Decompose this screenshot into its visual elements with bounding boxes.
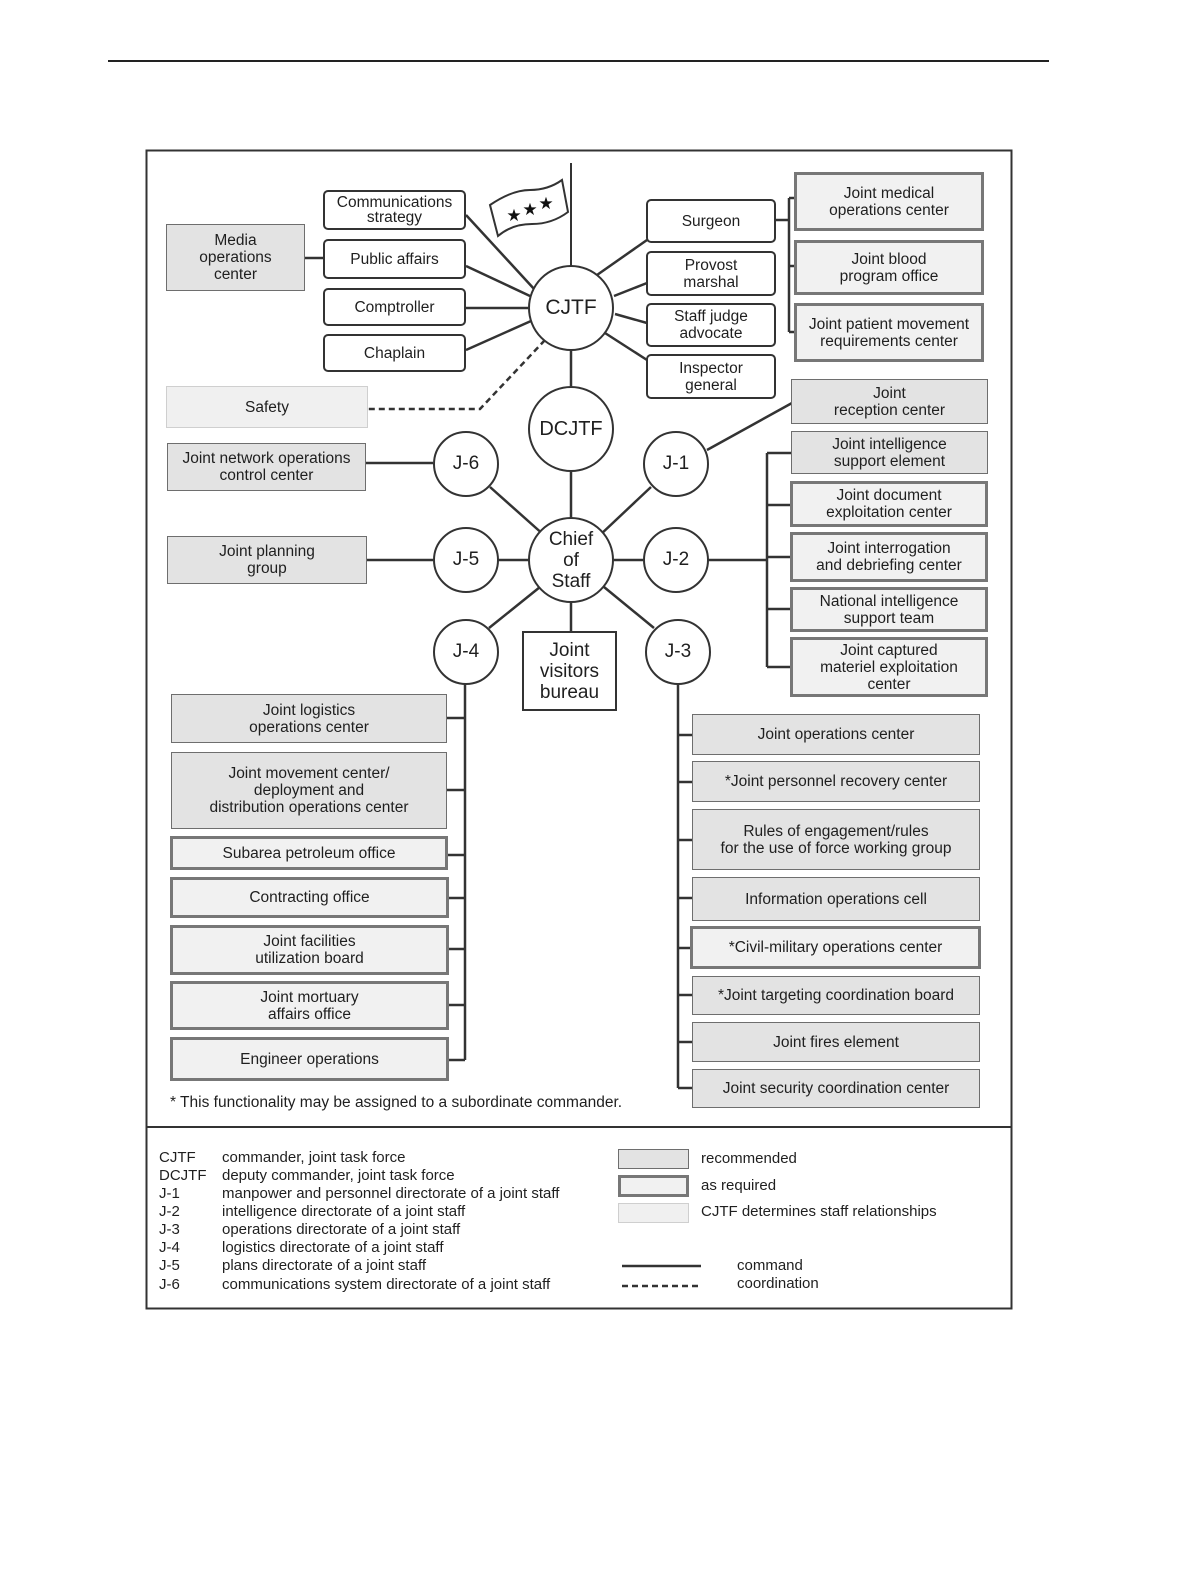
svg-text:★: ★ xyxy=(538,194,553,214)
legend-abbr: J-4 xyxy=(159,1239,180,1256)
joint-patient-movement-requirements-center-box: Joint patient movement requirements cent… xyxy=(794,303,984,362)
joint-document-exploitation-center-box: Joint document exploitation center xyxy=(790,481,988,527)
cjtf-node: CJTF xyxy=(528,265,614,351)
joint-captured-materiel-exploitation-center-box: Joint captured materiel exploitation cen… xyxy=(790,637,988,697)
communications-strategy-box: Communications strategy xyxy=(323,190,466,230)
legend-cjtf-determines-label: CJTF determines staff relationships xyxy=(701,1203,937,1220)
joint-interrogation-and-debriefing-center-box: Joint interrogation and debriefing cente… xyxy=(790,532,988,582)
svg-text:★: ★ xyxy=(522,200,537,220)
legend-abbr: J-3 xyxy=(159,1221,180,1238)
legend-definition: commander, joint task force xyxy=(222,1149,406,1166)
legend-as-required-label: as required xyxy=(701,1177,777,1194)
j3-element-box: Joint operations center xyxy=(692,714,980,755)
joint-network-operations-control-center-box: Joint network operations control center xyxy=(167,443,366,491)
joint-planning-group-box: Joint planning group xyxy=(167,536,367,584)
j3-node: J-3 xyxy=(645,619,711,685)
legend-definition: operations directorate of a joint staff xyxy=(222,1221,461,1238)
j4-element-box: Joint facilities utilization board xyxy=(170,925,449,975)
j4-element-box: Engineer operations xyxy=(170,1037,449,1081)
legend-definition: intelligence directorate of a joint staf… xyxy=(222,1203,466,1220)
public-affairs-box: Public affairs xyxy=(323,239,466,279)
legend-definition: logistics directorate of a joint staff xyxy=(222,1239,444,1256)
comptroller-box: Comptroller xyxy=(323,288,466,326)
legend-definition: deputy commander, joint task force xyxy=(222,1167,455,1184)
legend-definition: communications system directorate of a j… xyxy=(222,1276,551,1293)
provost-marshal-box: Provost marshal xyxy=(646,251,776,296)
j6-node: J-6 xyxy=(433,431,499,497)
j4-element-box: Joint mortuary affairs office xyxy=(170,981,449,1030)
j2-node: J-2 xyxy=(643,527,709,593)
legend-abbr: CJTF xyxy=(159,1149,196,1166)
joint-reception-center-box: Joint reception center xyxy=(791,379,988,424)
legend-abbr: J-5 xyxy=(159,1257,180,1274)
j3-element-box: Rules of engagement/rules for the use of… xyxy=(692,809,980,870)
legend-abbr: J-2 xyxy=(159,1203,180,1220)
legend-command-label: command xyxy=(737,1257,803,1274)
j3-element-box: *Civil-military operations center xyxy=(690,926,981,969)
joint-medical-operations-center-box: Joint medical operations center xyxy=(794,172,984,231)
j3-element-box: Joint fires element xyxy=(692,1022,980,1062)
legend-recommended-swatch xyxy=(618,1149,689,1169)
dcjtf-node: DCJTF xyxy=(528,386,614,472)
legend-as-required-swatch xyxy=(618,1175,689,1197)
chief-of-staff-node: Chief of Staff xyxy=(528,517,614,603)
joint-intelligence-support-element-box: Joint intelligence support element xyxy=(791,431,988,474)
chaplain-box: Chaplain xyxy=(323,334,466,372)
j3-element-box: Information operations cell xyxy=(692,877,980,921)
j4-element-box: Joint logistics operations center xyxy=(171,694,447,743)
command-lines xyxy=(305,196,796,1090)
inspector-general-box: Inspector general xyxy=(646,354,776,399)
media-operations-center-box: Media operations center xyxy=(166,224,305,291)
legend-definition: manpower and personnel directorate of a … xyxy=(222,1185,560,1202)
j4-element-box: Contracting office xyxy=(170,877,449,918)
joint-blood-program-office-box: Joint blood program office xyxy=(794,240,984,295)
legend-recommended-label: recommended xyxy=(701,1150,797,1167)
j3-element-box: *Joint targeting coordination board xyxy=(692,976,980,1015)
legend-definition: plans directorate of a joint staff xyxy=(222,1257,427,1274)
j4-element-box: Subarea petroleum office xyxy=(170,836,448,870)
j4-node: J-4 xyxy=(433,619,499,685)
legend-abbr: J-6 xyxy=(159,1276,180,1293)
staff-judge-advocate-box: Staff judge advocate xyxy=(646,303,776,347)
flag-icon: ★ ★ ★ xyxy=(488,163,572,266)
j3-element-box: Joint security coordination center xyxy=(692,1069,980,1108)
surgeon-box: Surgeon xyxy=(646,199,776,243)
j4-element-box: Joint movement center/ deployment and di… xyxy=(171,752,447,829)
page-top-rule xyxy=(108,60,1049,62)
legend-abbr: DCJTF xyxy=(159,1167,207,1184)
national-intelligence-support-team-box: National intelligence support team xyxy=(790,587,988,632)
diagram-frame xyxy=(145,149,1013,1310)
j1-node: J-1 xyxy=(643,431,709,497)
joint-visitors-bureau-box: Joint visitors bureau xyxy=(522,631,617,711)
coordination-line-safety xyxy=(368,339,546,411)
footnote: * This functionality may be assigned to … xyxy=(170,1094,623,1111)
legend-abbr: J-1 xyxy=(159,1185,180,1202)
legend-cjtf-determines-swatch xyxy=(618,1203,689,1223)
j5-node: J-5 xyxy=(433,527,499,593)
legend-coordination-label: coordination xyxy=(737,1275,819,1292)
svg-text:★: ★ xyxy=(506,206,521,226)
j3-element-box: *Joint personnel recovery center xyxy=(692,761,980,802)
safety-box: Safety xyxy=(166,386,368,428)
